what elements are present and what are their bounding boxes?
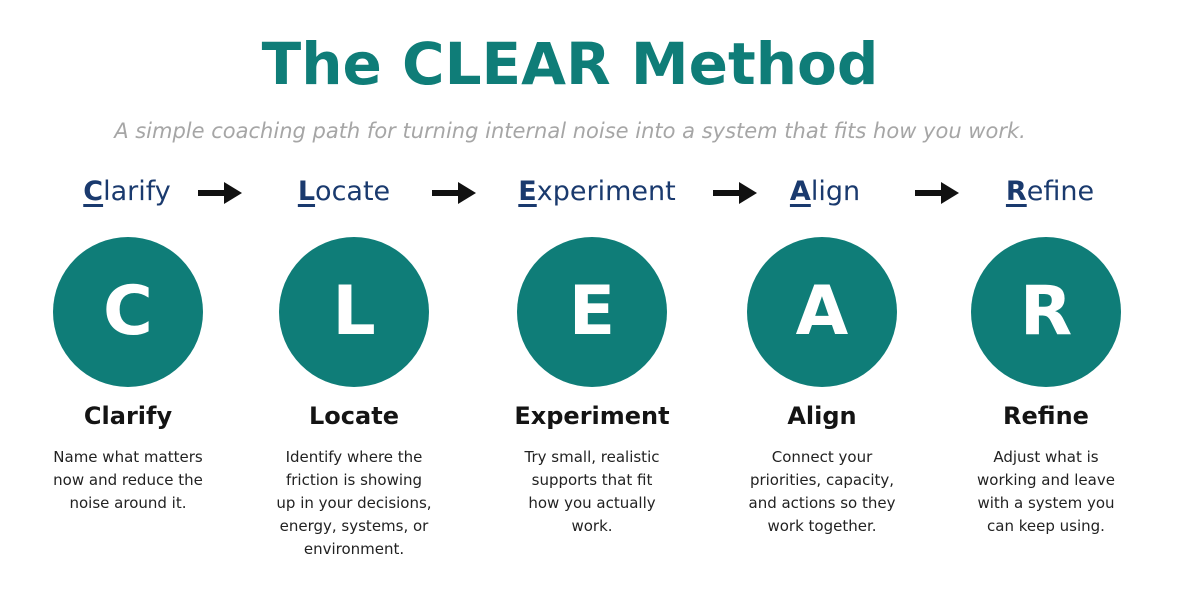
- description-line: friction is showing: [285, 471, 423, 489]
- right-arrow-icon: [198, 182, 242, 204]
- circle-letter: E: [568, 272, 616, 351]
- step-title-experiment: Experiment: [514, 402, 670, 430]
- circle-letter: C: [103, 272, 153, 351]
- description-line: work together.: [767, 517, 877, 535]
- flow-initial: L: [297, 176, 316, 207]
- flow-label-experiment: Experiment: [492, 170, 702, 214]
- description-line: environment.: [303, 540, 405, 558]
- description-line: Name what matters: [53, 448, 203, 466]
- flow-label-clarify: Clarify: [52, 170, 202, 214]
- step-description-align: Connect your priorities, capacity, and a…: [712, 446, 932, 538]
- description-line: work.: [571, 517, 613, 535]
- flow-initial: A: [789, 176, 811, 207]
- flow-rest: larify: [103, 176, 171, 207]
- right-arrow-icon: [915, 182, 959, 204]
- letter-circle-l: L: [279, 237, 429, 387]
- flow-label-refine: Refine: [975, 170, 1125, 214]
- step-title-refine: Refine: [1003, 402, 1089, 430]
- flow-label-locate: Locate: [269, 170, 419, 214]
- description-line: supports that fit: [531, 471, 653, 489]
- circle-letter: L: [332, 272, 376, 351]
- flow-initial: E: [518, 176, 537, 207]
- letter-circle-a: A: [747, 237, 897, 387]
- description-line: with a system you: [977, 494, 1115, 512]
- letter-circle-c: C: [53, 237, 203, 387]
- step-description-clarify: Name what matters now and reduce the noi…: [18, 446, 238, 515]
- flow-initial: R: [1005, 176, 1027, 207]
- description-line: up in your decisions,: [276, 494, 432, 512]
- page-subtitle: A simple coaching path for turning inter…: [114, 119, 1026, 143]
- step-description-refine: Adjust what is working and leave with a …: [936, 446, 1156, 538]
- flow-rest: lign: [810, 176, 861, 207]
- flow-rest: xperiment: [536, 176, 676, 207]
- step-title-locate: Locate: [309, 402, 399, 430]
- right-arrow-icon: [432, 182, 476, 204]
- description-line: can keep using.: [987, 517, 1105, 535]
- description-line: energy, systems, or: [279, 517, 429, 535]
- step-description-experiment: Try small, realistic supports that fit h…: [482, 446, 702, 538]
- circle-letter: A: [795, 272, 849, 351]
- description-line: Adjust what is: [993, 448, 1099, 466]
- description-line: how you actually: [528, 494, 656, 512]
- circle-letter: R: [1019, 272, 1073, 351]
- description-line: now and reduce the: [53, 471, 203, 489]
- letter-circle-r: R: [971, 237, 1121, 387]
- flow-initial: C: [83, 176, 104, 207]
- flow-rest: ocate: [315, 176, 391, 207]
- description-line: priorities, capacity,: [749, 471, 895, 489]
- description-line: Identify where the: [285, 448, 423, 466]
- description-line: working and leave: [977, 471, 1115, 489]
- description-line: and actions so they: [748, 494, 896, 512]
- description-line: Connect your: [771, 448, 873, 466]
- step-title-align: Align: [787, 402, 857, 430]
- flow-label-align: Align: [750, 170, 900, 214]
- right-arrow-icon: [713, 182, 757, 204]
- page-title: The CLEAR Method: [261, 30, 879, 98]
- description-line: noise around it.: [69, 494, 187, 512]
- step-title-clarify: Clarify: [83, 402, 173, 430]
- letter-circle-e: E: [517, 237, 667, 387]
- description-line: Try small, realistic: [524, 448, 660, 466]
- flow-rest: efine: [1026, 176, 1095, 207]
- step-description-locate: Identify where the friction is showing u…: [244, 446, 464, 561]
